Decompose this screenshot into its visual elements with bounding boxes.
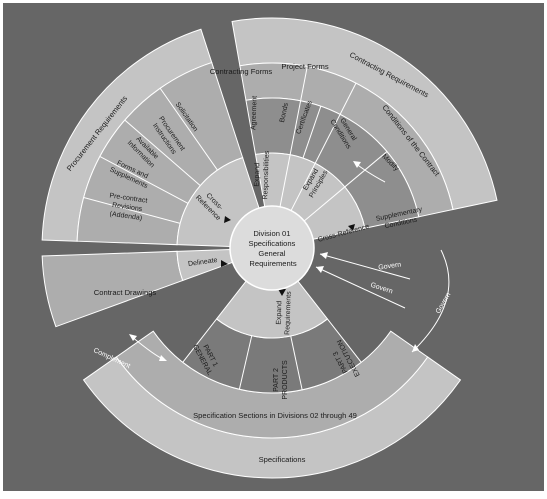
div-part-1 [238, 335, 253, 390]
govern-arrowhead-2 [316, 266, 324, 273]
center-hub [229, 205, 315, 291]
center-line-1: Division 01 [253, 229, 290, 238]
project-forms-label: Project Forms [281, 62, 328, 71]
center-line-4: Requirements [249, 259, 296, 268]
cross-reference-left-arrowhead [224, 216, 231, 223]
delineate-label: Delineate [188, 257, 218, 268]
center-title: Division 01 Specifications General Requi… [249, 229, 298, 268]
div-bonds [302, 106, 322, 159]
center-line-3: General [258, 249, 285, 258]
delineate-arrowhead [221, 260, 228, 267]
expand-responsibilities-label: ExpandResponsibilities [253, 150, 271, 200]
div-agreement [289, 100, 302, 155]
contract-drawings-label: Contract Drawings [94, 288, 157, 297]
cross-reference-right-arrowhead [348, 224, 355, 231]
govern-arrow-1 [319, 253, 411, 280]
complement-arrowhead-a [129, 334, 137, 341]
div-general-conditions [344, 151, 388, 188]
div-certificates [314, 114, 341, 164]
contracting-forms-label: Contracting Forms [210, 67, 273, 76]
div-inner-c1 [279, 154, 291, 207]
govern-arrow-2 [315, 266, 406, 309]
center-line-2: Specifications [249, 239, 296, 248]
div-proc-2 [124, 119, 201, 187]
specifications-outer-label: Specifications [259, 455, 306, 464]
govern-arrowhead-3 [412, 344, 419, 352]
div-inner-c3 [303, 186, 346, 222]
div-contracting-forms [300, 66, 308, 101]
div-project-forms [339, 82, 357, 115]
div-proc-3 [99, 156, 189, 204]
specification-sections-label: Specification Sections in Divisions 02 t… [193, 411, 357, 420]
div-part-2 [290, 335, 303, 390]
modify-arrowhead [353, 161, 361, 168]
complement-arrowhead-b [159, 355, 167, 361]
bonds-label: Bonds [279, 102, 290, 123]
procurement-item-addenda: Pre-contractRevisions(Addenda) [106, 192, 147, 222]
div-proc-4 [83, 197, 181, 224]
connector-arrowheads [221, 216, 355, 296]
arrowheads [129, 161, 419, 361]
div-proc-1 [159, 87, 218, 171]
wheel-dividers [83, 66, 388, 390]
div-inner-c2 [290, 163, 316, 211]
expand-requirements-arrowhead [278, 289, 286, 296]
govern-label-1: Govern [378, 261, 402, 271]
expand-requirements-label: ExpandRequirements [275, 290, 293, 335]
agreement-label: Agreement [250, 96, 258, 131]
govern-arrowhead-1 [320, 252, 328, 259]
govern-arrow-3 [411, 249, 450, 353]
wheel-segments [41, 17, 498, 479]
